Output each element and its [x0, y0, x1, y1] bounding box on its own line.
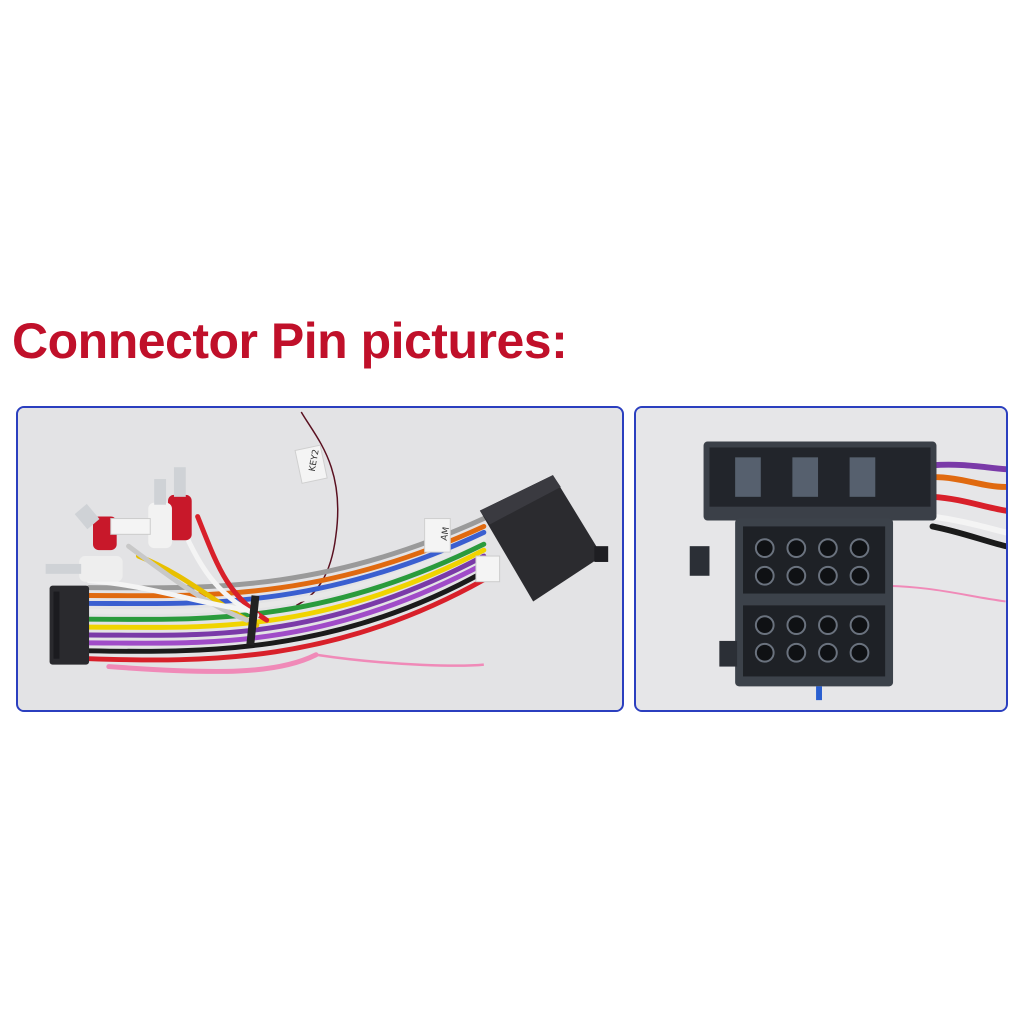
key2-tag: KEY2: [294, 444, 328, 484]
svg-text:KEY2: KEY2: [308, 449, 322, 473]
wiring-harness-photo: KEY2: [16, 406, 624, 712]
am-tag: AM: [424, 518, 452, 553]
page-title: Connector Pin pictures:: [12, 313, 568, 369]
iso-connector: [479, 475, 609, 602]
iso-connector-closeup-photo: [634, 406, 1008, 712]
harness-illustration: KEY2: [19, 408, 621, 710]
socket-pins: [754, 538, 870, 663]
connector-closeup-illustration: [636, 408, 1006, 710]
rca-plugs: [45, 467, 192, 582]
svg-text:AM: AM: [440, 526, 452, 541]
